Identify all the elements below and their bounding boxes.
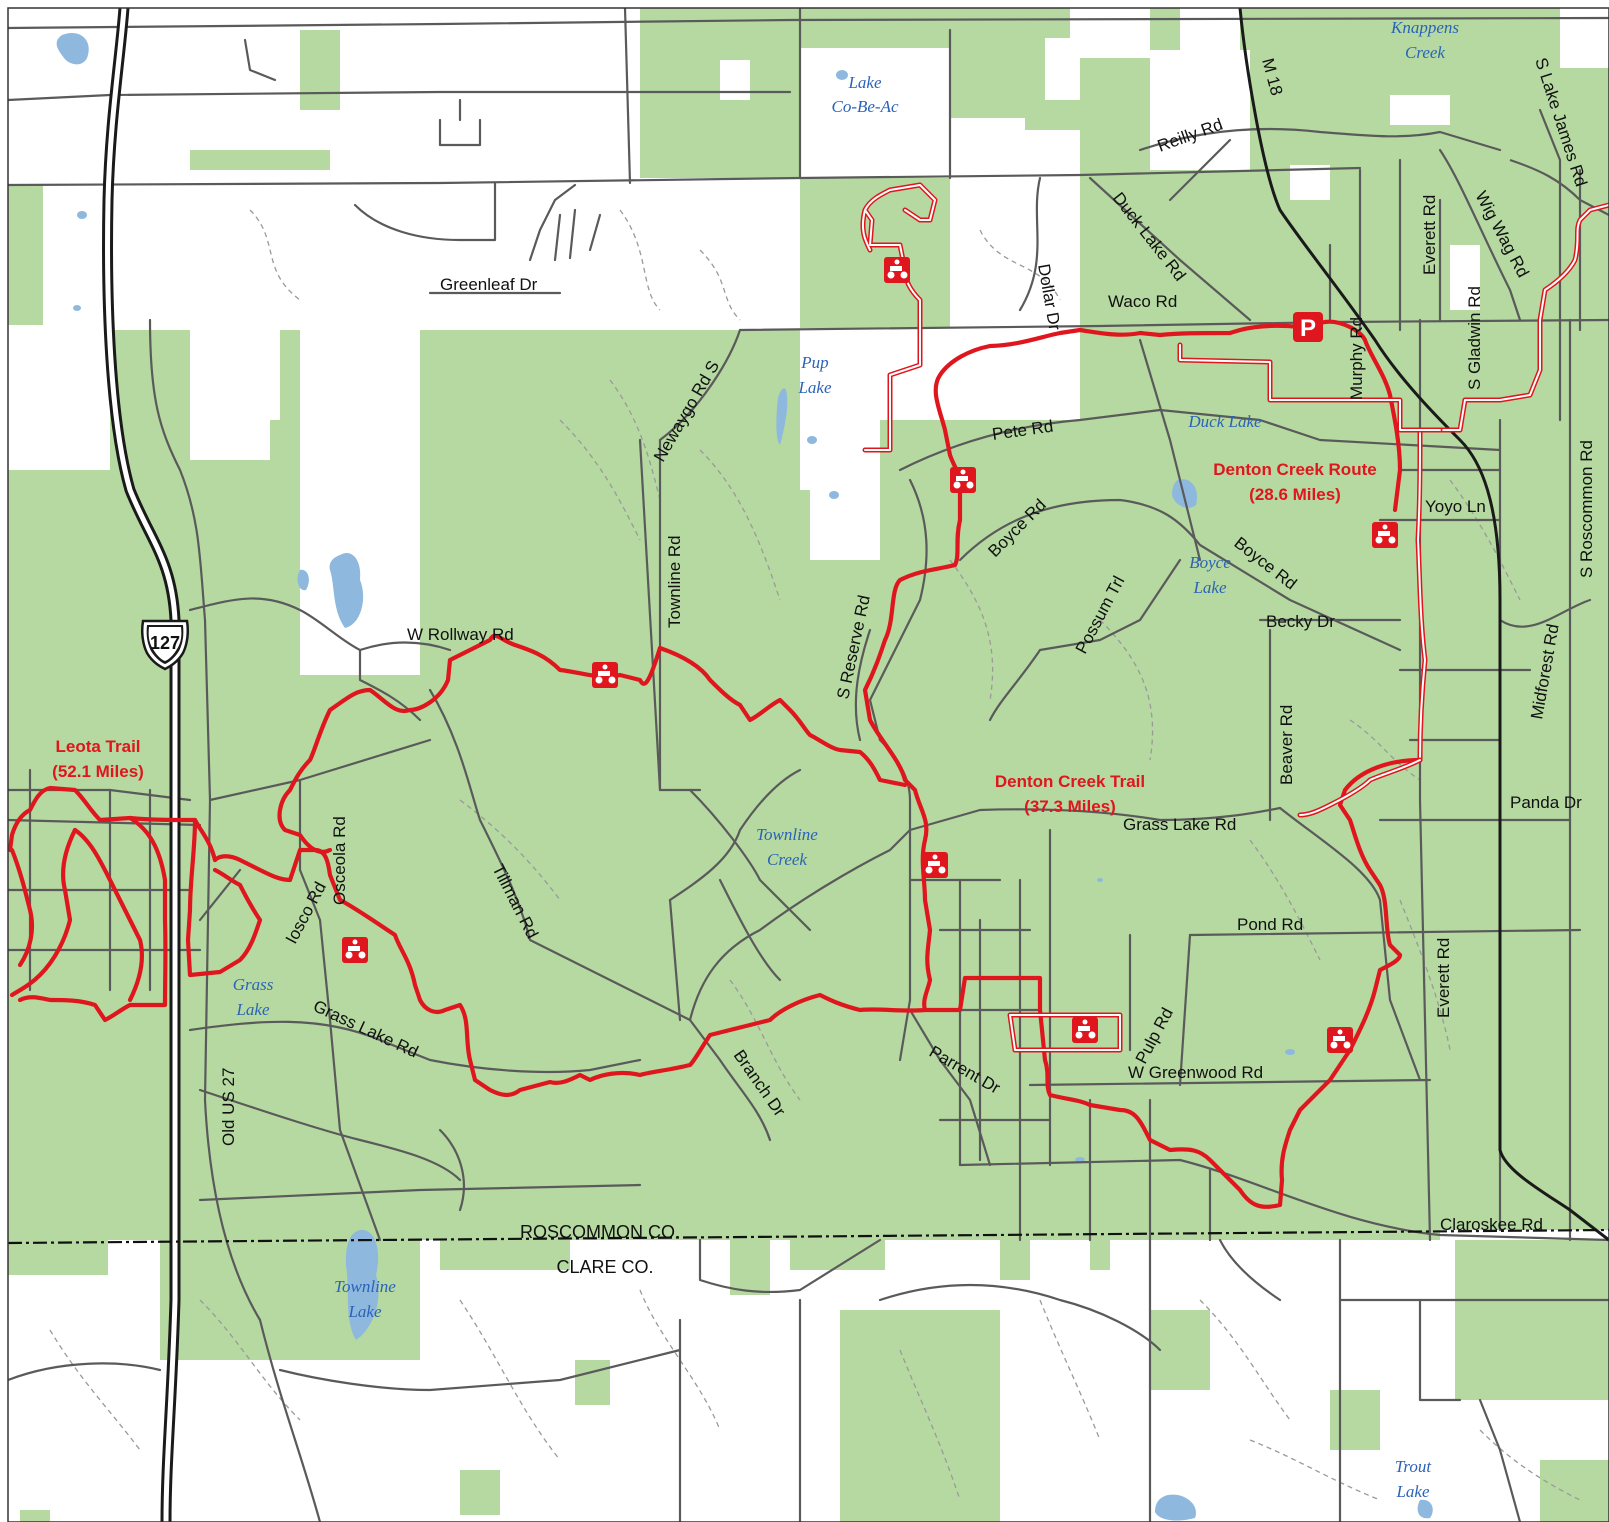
water-label-boyce: Boyce: [1189, 553, 1231, 572]
parking-symbol: P: [1300, 315, 1316, 342]
road-label-everett-north: Everett Rd: [1420, 195, 1439, 275]
road-label-greenleaf: Greenleaf Dr: [440, 275, 538, 294]
orv-trailhead-icon: [592, 662, 618, 688]
road-label-waco: Waco Rd: [1108, 292, 1177, 311]
water-label-knappens-creek: Creek: [1405, 43, 1445, 62]
water-label-cobeac: Co-Be-Ac: [831, 97, 898, 116]
trail-label-denton-creek-route-name: Denton Creek Route: [1213, 460, 1376, 479]
road-label-townline: Townline Rd: [665, 535, 684, 628]
water-label-pup-lake: Lake: [797, 378, 832, 397]
trail-label-denton-creek-route-length: (28.6 Miles): [1249, 485, 1341, 504]
county-label-clare: CLARE CO.: [556, 1257, 653, 1277]
road-label-s-roscommon: S Roscommon Rd: [1577, 440, 1596, 578]
us-127-shield-icon: 127: [140, 619, 190, 671]
road-label-murphy: Murphy Rd: [1347, 317, 1366, 400]
road-label-becky: Becky Dr: [1266, 612, 1335, 631]
highways: [102, 8, 1609, 1522]
road-label-grass-lake-east: Grass Lake Rd: [1123, 815, 1236, 834]
water-label-cobeac-lake: Lake: [847, 73, 882, 92]
road-label-old-us27: Old US 27: [219, 1068, 238, 1146]
county-line: [8, 1228, 1609, 1245]
water-label-grass-lake: Lake: [235, 1000, 270, 1019]
state-forest-land: [8, 8, 1609, 1522]
orv-trailhead-icon: [884, 257, 910, 283]
water-label-pup: Pup: [800, 353, 828, 372]
water-label-grass: Grass: [233, 975, 274, 994]
road-label-w-greenwood: W Greenwood Rd: [1128, 1063, 1263, 1082]
lakes: [56, 32, 1433, 1521]
water-label-townline-creek: Creek: [767, 850, 807, 869]
road-label-osceola: Osceola Rd: [330, 816, 349, 905]
orv-trailhead-icon: [1327, 1027, 1353, 1053]
orv-trailhead-icon: [342, 937, 368, 963]
road-label-claroskee: Claroskee Rd: [1440, 1215, 1543, 1234]
water-label-knappens: Knappens: [1390, 18, 1459, 37]
road-label-s-gladwin: S Gladwin Rd: [1465, 286, 1484, 390]
trail-label-leota-name: Leota Trail: [55, 737, 140, 756]
trail-label-leota-length: (52.1 Miles): [52, 762, 144, 781]
road-label-w-rollway: W Rollway Rd: [407, 625, 514, 644]
road-label-beaver: Beaver Rd: [1277, 705, 1296, 785]
orv-trails: [8, 182, 1609, 1209]
water-label-townline: Townline: [756, 825, 818, 844]
trail-label-denton-creek-trail-name: Denton Creek Trail: [995, 772, 1145, 791]
orv-trailhead-icon: [922, 852, 948, 878]
water-label-townline-lake-1: Townline: [334, 1277, 396, 1296]
map-frame: [7, 7, 1609, 1522]
us-127-shield-number: 127: [150, 633, 180, 653]
water-label-trout: Trout: [1395, 1457, 1433, 1476]
orv-trailhead-icon: [1072, 1017, 1098, 1043]
water-label-boyce-lake: Lake: [1192, 578, 1227, 597]
water-label-duck-lake: Duck Lake: [1187, 412, 1262, 431]
water-label-trout-lake: Lake: [1395, 1482, 1430, 1501]
road-label-panda: Panda Dr: [1510, 793, 1582, 812]
orv-trailhead-icon: [950, 467, 976, 493]
road-label-everett-south: Everett Rd: [1434, 938, 1453, 1018]
road-label-pond: Pond Rd: [1237, 915, 1303, 934]
road-label-yoyo: Yoyo Ln: [1425, 497, 1486, 516]
parking-icon: P: [1293, 312, 1323, 342]
orv-trailhead-icon: [1372, 522, 1398, 548]
trail-label-denton-creek-trail-length: (37.3 Miles): [1024, 797, 1116, 816]
county-label-roscommon: ROSCOMMON CO.: [520, 1222, 680, 1242]
two-track-roads: [49, 209, 1581, 1501]
denton-creek-trail-line: [862, 319, 1423, 1209]
water-label-townline-lake-2: Lake: [347, 1302, 382, 1321]
